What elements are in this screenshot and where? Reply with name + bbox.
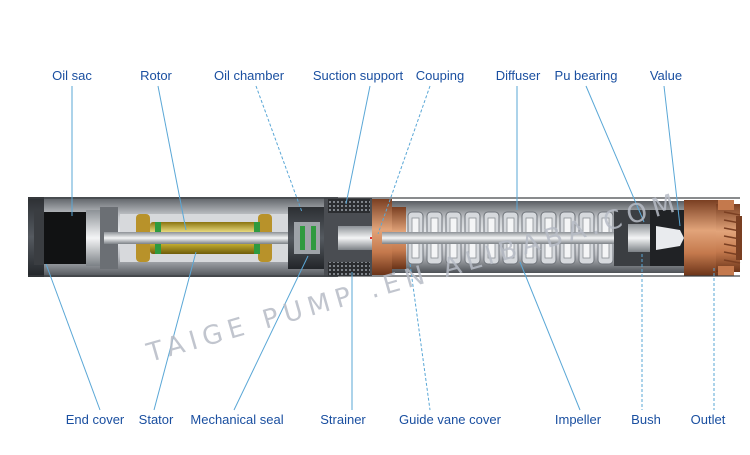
label-pu-bearing: Pu bearing: [555, 68, 618, 83]
label-strainer: Strainer: [320, 412, 366, 427]
label-diffuser: Diffuser: [496, 68, 541, 83]
labels-bottom: End cover Stator Mechanical seal Straine…: [66, 412, 726, 427]
labels-top: Oil sac Rotor Oil chamber Suction suppor…: [52, 68, 682, 83]
oil-sac: [44, 212, 86, 264]
thread-line: [723, 211, 741, 216]
label-value: Value: [650, 68, 682, 83]
label-stator: Stator: [139, 412, 174, 427]
motor-shaft: [104, 232, 324, 244]
check-valve: [656, 226, 684, 250]
thread-line: [723, 243, 741, 248]
thread-line: [723, 259, 741, 264]
outlet: [684, 200, 722, 276]
thread-line: [723, 219, 741, 224]
bush: [628, 224, 650, 252]
label-bush: Bush: [631, 412, 661, 427]
label-guide-vane-cover: Guide vane cover: [399, 412, 502, 427]
label-couping: Couping: [416, 68, 464, 83]
label-end-cover: End cover: [66, 412, 125, 427]
thread-line: [723, 227, 741, 232]
strainer: [328, 199, 370, 213]
thread-line: [723, 251, 741, 256]
pump-shaft: [382, 232, 652, 244]
outlet-threads: [723, 211, 741, 264]
label-oil-chamber: Oil chamber: [214, 68, 285, 83]
thread-line: [723, 235, 741, 240]
leader-lines: [45, 85, 715, 411]
label-suction-support: Suction support: [313, 68, 404, 83]
label-outlet: Outlet: [691, 412, 726, 427]
label-mechanical-seal: Mechanical seal: [190, 412, 283, 427]
label-oil-sac: Oil sac: [52, 68, 92, 83]
pump-body: [28, 197, 742, 277]
label-impeller: Impeller: [555, 412, 602, 427]
label-rotor: Rotor: [140, 68, 172, 83]
